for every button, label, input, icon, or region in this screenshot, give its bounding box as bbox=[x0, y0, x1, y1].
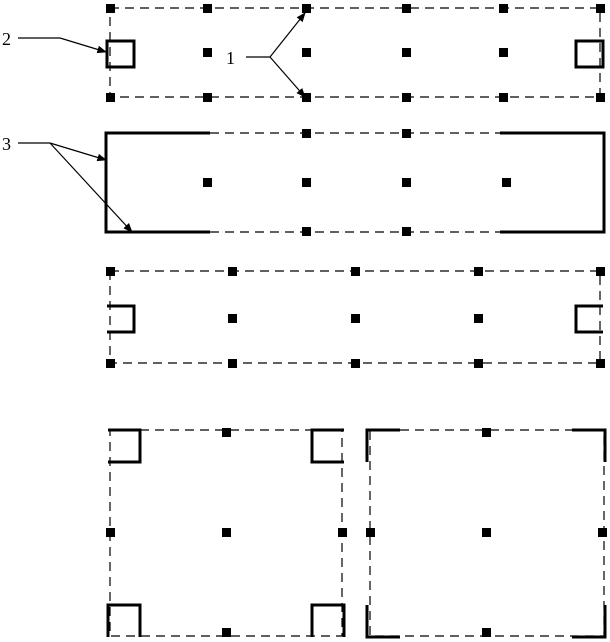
column-marker bbox=[203, 93, 212, 102]
column-marker bbox=[474, 314, 483, 323]
panel-5-top-left-angle bbox=[365, 428, 400, 462]
column-marker bbox=[596, 4, 605, 13]
panel-3-channels bbox=[107, 304, 603, 334]
panel-3-left-channel bbox=[107, 304, 136, 334]
panel-5-columns bbox=[366, 428, 607, 637]
column-marker bbox=[228, 267, 237, 276]
column-marker bbox=[302, 48, 311, 57]
panel-4-corner-boxes bbox=[106, 428, 346, 637]
column-marker bbox=[302, 129, 311, 138]
panel-3-columns bbox=[106, 267, 605, 368]
column-marker bbox=[338, 528, 347, 537]
column-marker bbox=[302, 4, 311, 13]
panel-4-columns bbox=[106, 428, 347, 637]
column-marker bbox=[402, 93, 411, 102]
panel-1-left-box bbox=[105, 39, 136, 69]
panel-5-top-right-angle bbox=[572, 428, 607, 462]
column-marker bbox=[596, 267, 605, 276]
column-marker bbox=[228, 359, 237, 368]
panel-2-outline bbox=[210, 132, 500, 233]
leader-1: 1 bbox=[226, 12, 306, 98]
column-marker bbox=[474, 267, 483, 276]
column-marker bbox=[351, 314, 360, 323]
panel-4-top-left-box bbox=[108, 428, 142, 464]
panel-5-bottom-right-angle bbox=[572, 605, 607, 639]
panel-2-right-wall bbox=[500, 131, 606, 234]
column-marker bbox=[106, 4, 115, 13]
column-marker bbox=[499, 93, 508, 102]
panel-1-outline bbox=[109, 7, 601, 98]
column-marker bbox=[596, 93, 605, 102]
label-1: 1 bbox=[226, 48, 235, 68]
column-marker bbox=[596, 359, 605, 368]
leader-2: 2 bbox=[2, 29, 107, 54]
column-marker bbox=[106, 359, 115, 368]
panel-4-top-right-box bbox=[310, 428, 344, 464]
column-marker bbox=[302, 227, 311, 236]
column-marker bbox=[499, 4, 508, 13]
panel-5-corner-angles bbox=[365, 428, 607, 639]
panel-1-right-box bbox=[574, 39, 605, 69]
panel-2-left-wall bbox=[104, 131, 210, 234]
panel-2-columns bbox=[203, 129, 511, 236]
leader-3: 3 bbox=[2, 134, 133, 233]
column-marker bbox=[499, 48, 508, 57]
label-3: 3 bbox=[2, 134, 11, 154]
column-marker bbox=[106, 528, 115, 537]
column-marker bbox=[402, 178, 411, 187]
panel-5-bottom-left-angle bbox=[365, 605, 400, 639]
column-marker bbox=[351, 359, 360, 368]
column-marker bbox=[402, 227, 411, 236]
column-marker bbox=[203, 4, 212, 13]
column-marker bbox=[228, 314, 237, 323]
column-marker bbox=[366, 528, 375, 537]
panel-1-columns bbox=[106, 4, 605, 102]
column-marker bbox=[402, 129, 411, 138]
column-marker bbox=[482, 428, 491, 437]
column-marker bbox=[106, 267, 115, 276]
panel-3-right-channel bbox=[574, 304, 603, 334]
column-marker bbox=[474, 359, 483, 368]
column-marker bbox=[402, 48, 411, 57]
column-marker bbox=[222, 528, 231, 537]
label-2: 2 bbox=[2, 29, 11, 49]
column-marker bbox=[598, 528, 607, 537]
panel-4-bottom-right-box bbox=[310, 603, 346, 637]
column-marker bbox=[302, 178, 311, 187]
column-marker bbox=[203, 178, 212, 187]
panel-4-bottom-left-box bbox=[106, 603, 142, 637]
panel-1-corner-boxes bbox=[105, 39, 605, 69]
column-marker bbox=[106, 93, 115, 102]
column-marker bbox=[402, 4, 411, 13]
panel-2-walls bbox=[104, 131, 606, 234]
column-marker bbox=[351, 267, 360, 276]
column-marker bbox=[482, 628, 491, 637]
column-marker bbox=[302, 93, 311, 102]
column-marker bbox=[222, 428, 231, 437]
column-marker bbox=[222, 628, 231, 637]
column-marker bbox=[502, 178, 511, 187]
column-marker bbox=[482, 528, 491, 537]
column-marker bbox=[203, 48, 212, 57]
